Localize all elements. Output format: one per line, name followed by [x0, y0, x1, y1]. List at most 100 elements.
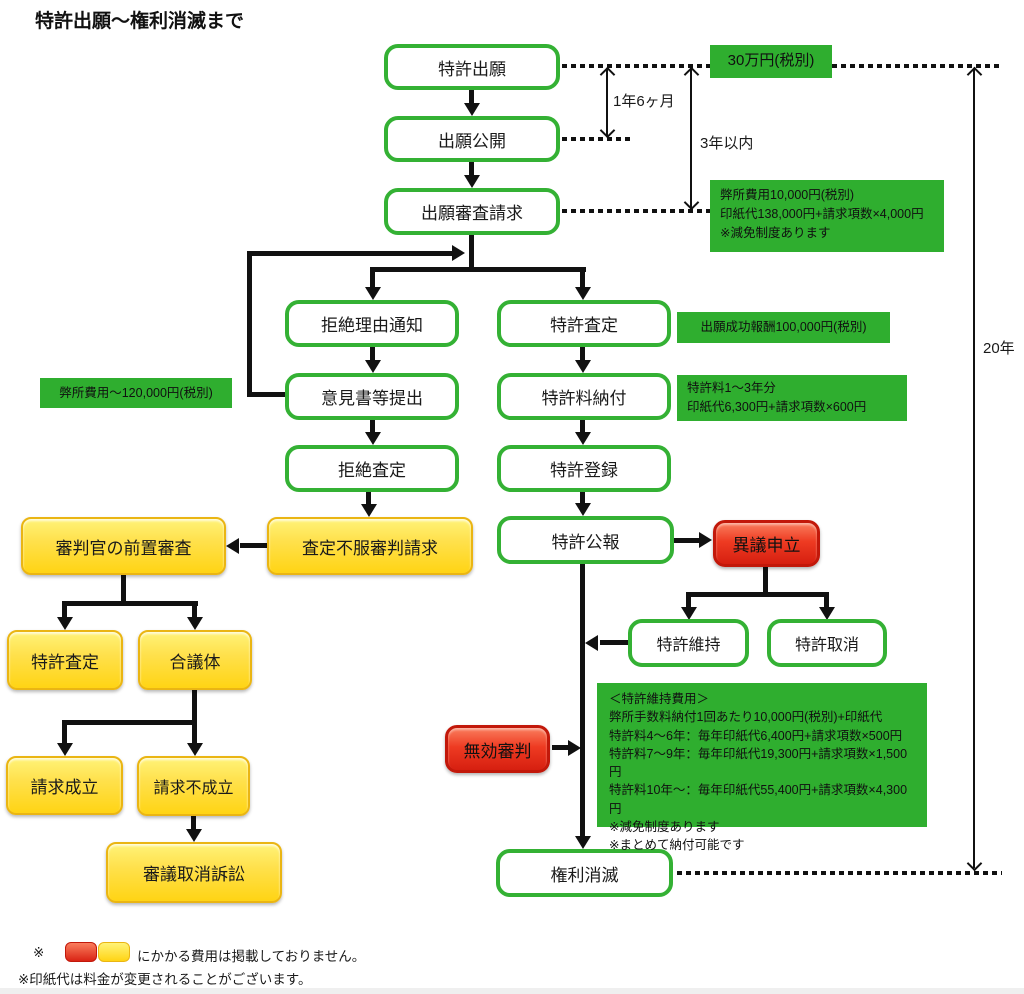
- node-application-publication: 出願公開: [384, 116, 560, 162]
- node-patent-fee-payment: 特許料納付: [497, 373, 671, 420]
- connector-panel-horizontal: [62, 720, 197, 725]
- cost-maintenance-line4: 特許料7～9年：毎年印紙代19,300円+請求項数×1,500円: [609, 746, 908, 779]
- cost-label-filing-fee: 30万円(税別): [710, 45, 832, 78]
- node-appeal-against-rejection: 査定不服審判請求: [267, 517, 473, 575]
- arrow-opposition-revoked-head-icon: [819, 607, 835, 620]
- arrow-branch-rejectionnotice-head-icon: [365, 287, 381, 300]
- dotted-line-application-to-fee: [562, 64, 710, 68]
- cost-exam-line2: 印紙代138,000円+請求項数×4,000円: [720, 206, 924, 221]
- arrow-rejectionnotice-opinion-head-icon: [365, 360, 381, 373]
- period-label-20y: 20年: [983, 340, 1015, 357]
- cost-label-patent-fee-1-3: 特許料1～3年分 印紙代6,300円+請求項数×600円: [677, 375, 907, 421]
- cost-exam-line1: 弊所費用10,000円(税別): [720, 188, 855, 202]
- arrow-invalidation-stem-line: [552, 745, 570, 750]
- cost-fee13-line1: 特許料1～3年分: [687, 381, 776, 395]
- node-patent-registration: 特許登録: [497, 445, 671, 492]
- connector-branch-right-drop: [580, 267, 585, 289]
- page-title: 特許出願～権利消滅まで: [35, 11, 245, 32]
- arrowhead-up-1y6m-icon: [599, 66, 616, 83]
- node-grant-decision: 特許査定: [497, 300, 671, 347]
- connector-gazette-expiration-stem: [580, 564, 585, 838]
- dotted-line-publication: [562, 137, 634, 141]
- arrow-panel-dismissed-head-icon: [187, 743, 203, 756]
- connector-opposition-right-drop: [824, 595, 829, 609]
- loop-arrowhead-right-icon: [452, 245, 465, 261]
- footer-note2-text: ※印紙代は料金が変更されることがございます。: [18, 972, 312, 987]
- node-panel: 合議体: [138, 630, 252, 690]
- measure-line-3y: [690, 68, 692, 208]
- arrow-rejectionnotice-opinion-line: [370, 347, 375, 362]
- arrowhead-down-1y6m-icon: [599, 122, 616, 139]
- node-trial-decision-revocation-suit: 審議取消訴訟: [106, 842, 282, 903]
- node-patent-gazette: 特許公報: [497, 516, 674, 564]
- connector-examrequest-branch-stem: [469, 235, 474, 272]
- arrow-panel-upheld-head-icon: [57, 743, 73, 756]
- node-rejection-decision: 拒絶査定: [285, 445, 459, 492]
- footer-note1-mark: ※: [33, 945, 45, 960]
- node-opinion-submission: 意見書等提出: [285, 373, 459, 420]
- connector-panel-stem: [192, 690, 197, 745]
- node-trial-grant-decision: 特許査定: [7, 630, 123, 690]
- loop-vertical: [247, 251, 252, 397]
- arrow-publication-examrequest-head-icon: [464, 175, 480, 188]
- arrow-opinion-rejectiondecision-line: [370, 420, 375, 434]
- arrowhead-down-20y-icon: [966, 855, 983, 872]
- arrow-grantdecision-feepayment-head-icon: [575, 360, 591, 373]
- arrow-maintained-stem-head-icon: [585, 635, 598, 651]
- arrow-dismissed-revocationsuit-head-icon: [186, 829, 202, 842]
- connector-panel-left-drop: [62, 723, 67, 745]
- arrowhead-up-3y-icon: [683, 66, 700, 83]
- arrowhead-down-3y-icon: [683, 194, 700, 211]
- bottom-gray-strip: [0, 988, 1024, 994]
- loop-top-horizontal: [247, 251, 452, 256]
- arrow-pretrial-panel-head-icon: [187, 617, 203, 630]
- cost-maintenance-line2: 弊所手数料納付1回あたり10,000円(税別)+印紙代: [609, 710, 883, 725]
- dotted-line-exam-request: [562, 209, 710, 213]
- node-patent-revoked: 特許取消: [767, 619, 887, 667]
- cost-label-maintenance: ＜特許維持費用＞ 弊所手数料納付1回あたり10,000円(税別)+印紙代 特許料…: [597, 683, 927, 852]
- arrow-gazette-opposition-line: [674, 538, 700, 543]
- arrow-opinion-rejectiondecision-head-icon: [365, 432, 381, 445]
- period-label-3y: 3年以内: [700, 135, 754, 152]
- arrow-registration-gazette-line: [580, 492, 585, 505]
- arrow-pretrial-trialgrant-head-icon: [57, 617, 73, 630]
- arrow-opposition-maintained-head-icon: [681, 607, 697, 620]
- node-opposition: 異議申立: [713, 520, 820, 567]
- node-rejection-notice: 拒絶理由通知: [285, 300, 459, 347]
- cost-label-success-fee: 出願成功報酬100,000円(税別): [677, 312, 890, 343]
- footer-note1-text: にかかる費用は掲載しておりません。: [137, 949, 366, 964]
- connector-pretrial-horizontal: [62, 601, 198, 606]
- arrow-dismissed-revocationsuit-line: [191, 816, 196, 831]
- dotted-line-fee-to-20y: [832, 64, 1002, 68]
- cost-exam-line3: ※減免制度あります: [720, 225, 831, 240]
- connector-pretrial-right-drop: [192, 604, 197, 618]
- connector-branch-horizontal: [370, 267, 586, 272]
- arrowhead-up-20y-icon: [966, 66, 983, 83]
- connector-pretrial-stem: [121, 575, 126, 604]
- yellow-swatch-icon: [98, 942, 130, 962]
- period-label-1y6m: 1年6ヶ月: [613, 93, 675, 110]
- cost-maintenance-line5: 特許料10年～：毎年印紙代55,400円+請求項数×4,300円: [609, 783, 908, 816]
- arrow-gazette-opposition-head-icon: [699, 532, 712, 548]
- connector-opposition-stem: [763, 567, 768, 595]
- cost-label-response-fee: 弊所費用～120,000円(税別): [40, 378, 232, 408]
- measure-line-20y: [973, 68, 975, 868]
- node-rights-expiration: 権利消滅: [496, 849, 673, 897]
- arrow-feepayment-registration-line: [580, 420, 585, 434]
- connector-pretrial-left-drop: [62, 604, 67, 618]
- connector-opposition-horizontal: [686, 592, 829, 597]
- connector-opposition-left-drop: [686, 595, 691, 609]
- arrow-application-publication-head-icon: [464, 103, 480, 116]
- arrow-gazette-expiration-head-icon: [575, 836, 591, 849]
- node-patent-application: 特許出願: [384, 44, 560, 90]
- loop-bottom-horizontal: [247, 392, 285, 397]
- arrow-branch-grantdecision-head-icon: [575, 287, 591, 300]
- cost-maintenance-line6: ※減免制度あります: [609, 819, 720, 834]
- cost-maintenance-line7: ※まとめて納付可能です: [609, 838, 745, 852]
- node-examination-request: 出願審査請求: [384, 188, 560, 235]
- node-claim-dismissed: 請求不成立: [137, 756, 250, 816]
- node-patent-maintained: 特許維持: [628, 619, 749, 667]
- arrow-grantdecision-feepayment-line: [580, 347, 585, 362]
- arrow-registration-gazette-head-icon: [575, 503, 591, 516]
- cost-maintenance-line1: ＜特許維持費用＞: [609, 692, 710, 706]
